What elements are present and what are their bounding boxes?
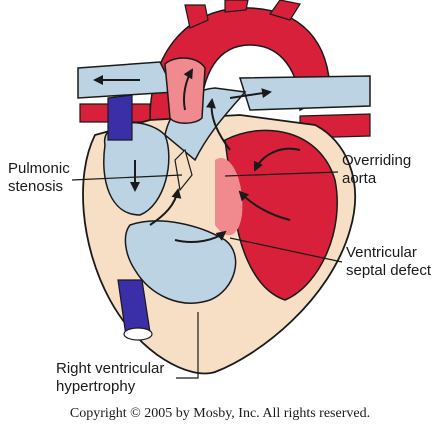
arch-branch-2 [225, 0, 248, 12]
label-pulmonic-stenosis: Pulmonic stenosis [8, 160, 70, 196]
inferior-vena-cava-opening [124, 328, 152, 340]
label-pulmonic-stenosis-line2: stenosis [8, 178, 70, 196]
label-overriding-aorta: Overriding aorta [342, 152, 411, 188]
label-overriding-aorta-line2: aorta [342, 170, 411, 188]
copyright-notice: Copyright © 2005 by Mosby, Inc. All righ… [0, 406, 440, 422]
label-overriding-aorta-line1: Overriding [342, 152, 411, 170]
label-vsd-line2: septal defect [346, 262, 431, 280]
superior-vena-cava [108, 95, 132, 140]
label-rvh-line2: hypertrophy [56, 378, 164, 396]
label-right-ventricular-hypertrophy: Right ventricular hypertrophy [56, 360, 164, 396]
label-vsd-line1: Ventricular [346, 244, 431, 262]
label-rvh-line1: Right ventricular [56, 360, 164, 378]
label-ventricular-septal-defect: Ventricular septal defect [346, 244, 431, 280]
label-pulmonic-stenosis-line1: Pulmonic [8, 160, 70, 178]
